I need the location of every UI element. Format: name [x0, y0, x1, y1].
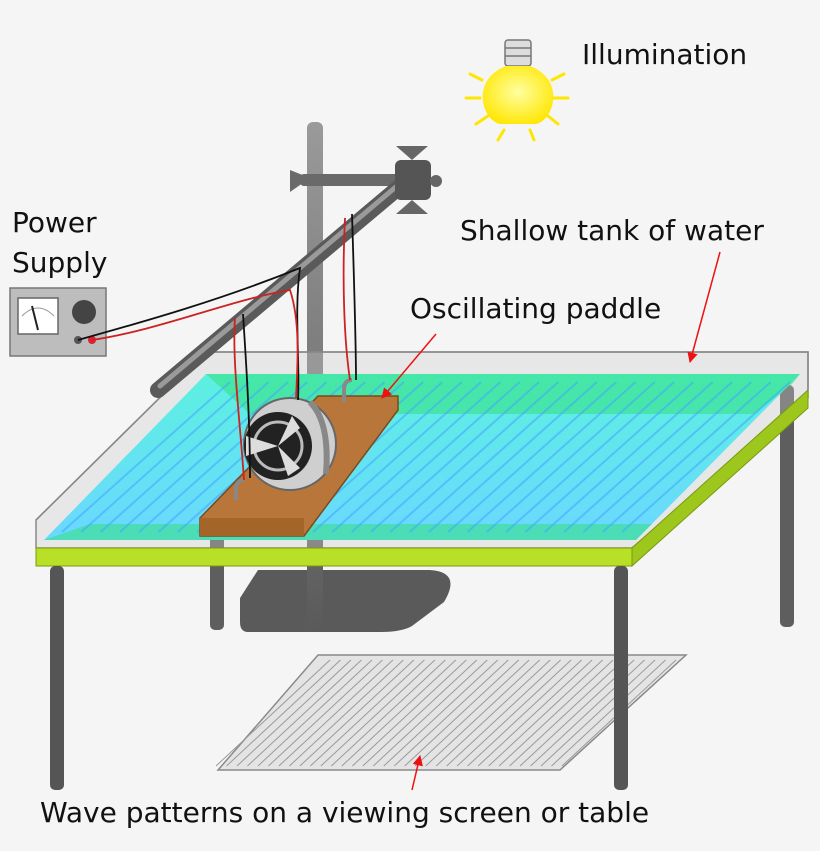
screen-stripe [310, 659, 425, 767]
screen-stripe [372, 659, 488, 767]
screen-stripe [247, 659, 362, 767]
tank-frame [35, 351, 809, 568]
wave-stripe [563, 381, 733, 533]
clamp-knob-left [290, 170, 310, 192]
screen-stripe [551, 659, 666, 767]
wave-stripe [80, 381, 250, 533]
screen-stripe [404, 659, 520, 767]
wave-stripe [524, 381, 695, 533]
screen-stripe [477, 659, 593, 767]
screen-stripe [289, 659, 404, 767]
power-knob [72, 300, 96, 324]
stand-base [240, 570, 451, 632]
annotation-arrows [381, 251, 721, 791]
screen-stripe [257, 659, 373, 767]
screen-stripe [278, 659, 394, 767]
label-wave-patterns: Wave patterns on a viewing screen or tab… [40, 796, 650, 829]
wave-stripe [466, 381, 637, 533]
wave-stripe [602, 381, 772, 533]
wave-stripe [447, 381, 617, 533]
screen-stripe [435, 659, 551, 767]
screen-stripe [498, 659, 614, 767]
screen-stripe [268, 659, 383, 767]
label-oscillating-paddle: Oscillating paddle [410, 292, 662, 325]
wave-stripe [370, 381, 540, 533]
label-illumination: Illumination [582, 38, 748, 71]
screen-stripe [320, 659, 436, 767]
label-power-supply-line1: Power [12, 206, 97, 239]
screen-stripe [226, 659, 341, 767]
wave-stripe [621, 381, 791, 533]
wave-stripe [428, 381, 598, 533]
clamp [395, 146, 442, 214]
wave-stripe [312, 381, 482, 533]
wave-stripe [582, 381, 753, 533]
light-bulb-icon [464, 39, 570, 142]
wave-stripe [99, 381, 270, 533]
arrow-screen [411, 754, 423, 791]
wave-stripe [408, 381, 579, 533]
wave-stripe [61, 381, 231, 533]
wave-stripe [544, 381, 714, 533]
screen-stripe [425, 659, 541, 767]
label-power-supply-line2: Supply [12, 246, 108, 279]
wave-stripe [486, 381, 656, 533]
viewing-screen [215, 654, 688, 771]
paddle-front [200, 518, 304, 536]
table-leg-front-right [614, 566, 628, 790]
screen-stripe [540, 659, 656, 767]
support-rod-highlight [157, 172, 413, 389]
wires [77, 213, 357, 481]
screen-stripe [446, 659, 562, 767]
table-leg-front-left [50, 566, 64, 790]
screen-stripe [236, 659, 352, 767]
wave-stripe [331, 381, 502, 533]
screen-stripe [414, 659, 530, 767]
screen-stripe [299, 659, 415, 767]
screen-stripe [330, 659, 446, 767]
screen-stripe [488, 659, 603, 767]
wave-stripe [389, 381, 559, 533]
paddle-hooks [234, 378, 353, 500]
arrow-paddle [381, 333, 437, 399]
motor [243, 397, 337, 491]
screen-stripe [362, 659, 478, 767]
label-shallow-tank: Shallow tank of water [460, 214, 764, 247]
table-leg-back-right [780, 385, 794, 627]
screen-stripe [341, 659, 457, 767]
screen-stripe [467, 659, 582, 767]
screen-stripe [456, 659, 572, 767]
wave-stripe [119, 381, 289, 533]
screen-stripe [383, 659, 499, 767]
screen-stripe [509, 659, 624, 767]
wave-stripe [350, 381, 521, 533]
clamp-arm [300, 174, 405, 186]
power-supply [9, 287, 107, 357]
screen-stripe [393, 659, 509, 767]
arrow-tank [687, 251, 721, 364]
screen-stripe [215, 659, 331, 767]
screen-stripe [351, 659, 467, 767]
wave-stripe [505, 381, 675, 533]
